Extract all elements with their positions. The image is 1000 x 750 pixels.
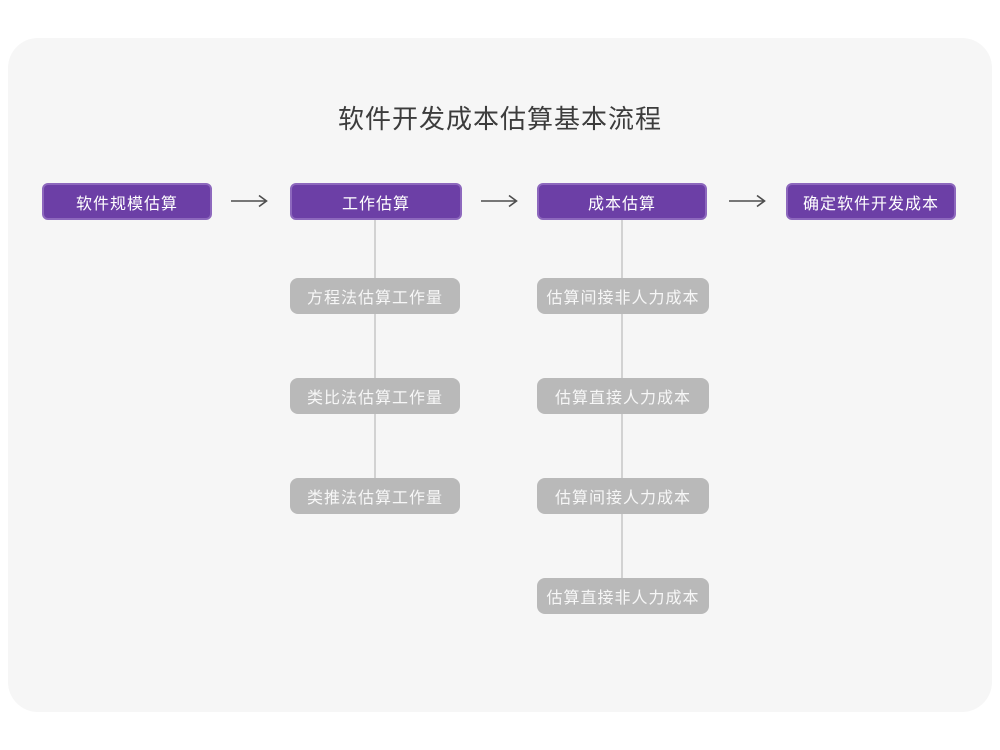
diagram-card [8,38,992,712]
cost-branch-item-direct-labor: 估算直接人力成本 [537,378,709,414]
arrow-right-icon [480,194,520,208]
flow-step-work-estimation: 工作估算 [290,183,462,220]
work-branch-item-equation-method: 方程法估算工作量 [290,278,460,314]
flow-step-determine-software-dev-cost: 确定软件开发成本 [786,183,956,220]
connector-line-work-branch [374,220,376,496]
work-branch-item-extrapolation-method: 类推法估算工作量 [290,478,460,514]
flow-step-software-scale-estimation: 软件规模估算 [42,183,212,220]
flow-step-cost-estimation: 成本估算 [537,183,707,220]
cost-branch-item-direct-non-labor: 估算直接非人力成本 [537,578,709,614]
arrow-right-icon [230,194,270,208]
cost-branch-item-indirect-non-labor: 估算间接非人力成本 [537,278,709,314]
work-branch-item-analogy-method: 类比法估算工作量 [290,378,460,414]
diagram-title: 软件开发成本估算基本流程 [337,104,662,134]
cost-branch-item-indirect-labor: 估算间接人力成本 [537,478,709,514]
arrow-right-icon [728,194,768,208]
